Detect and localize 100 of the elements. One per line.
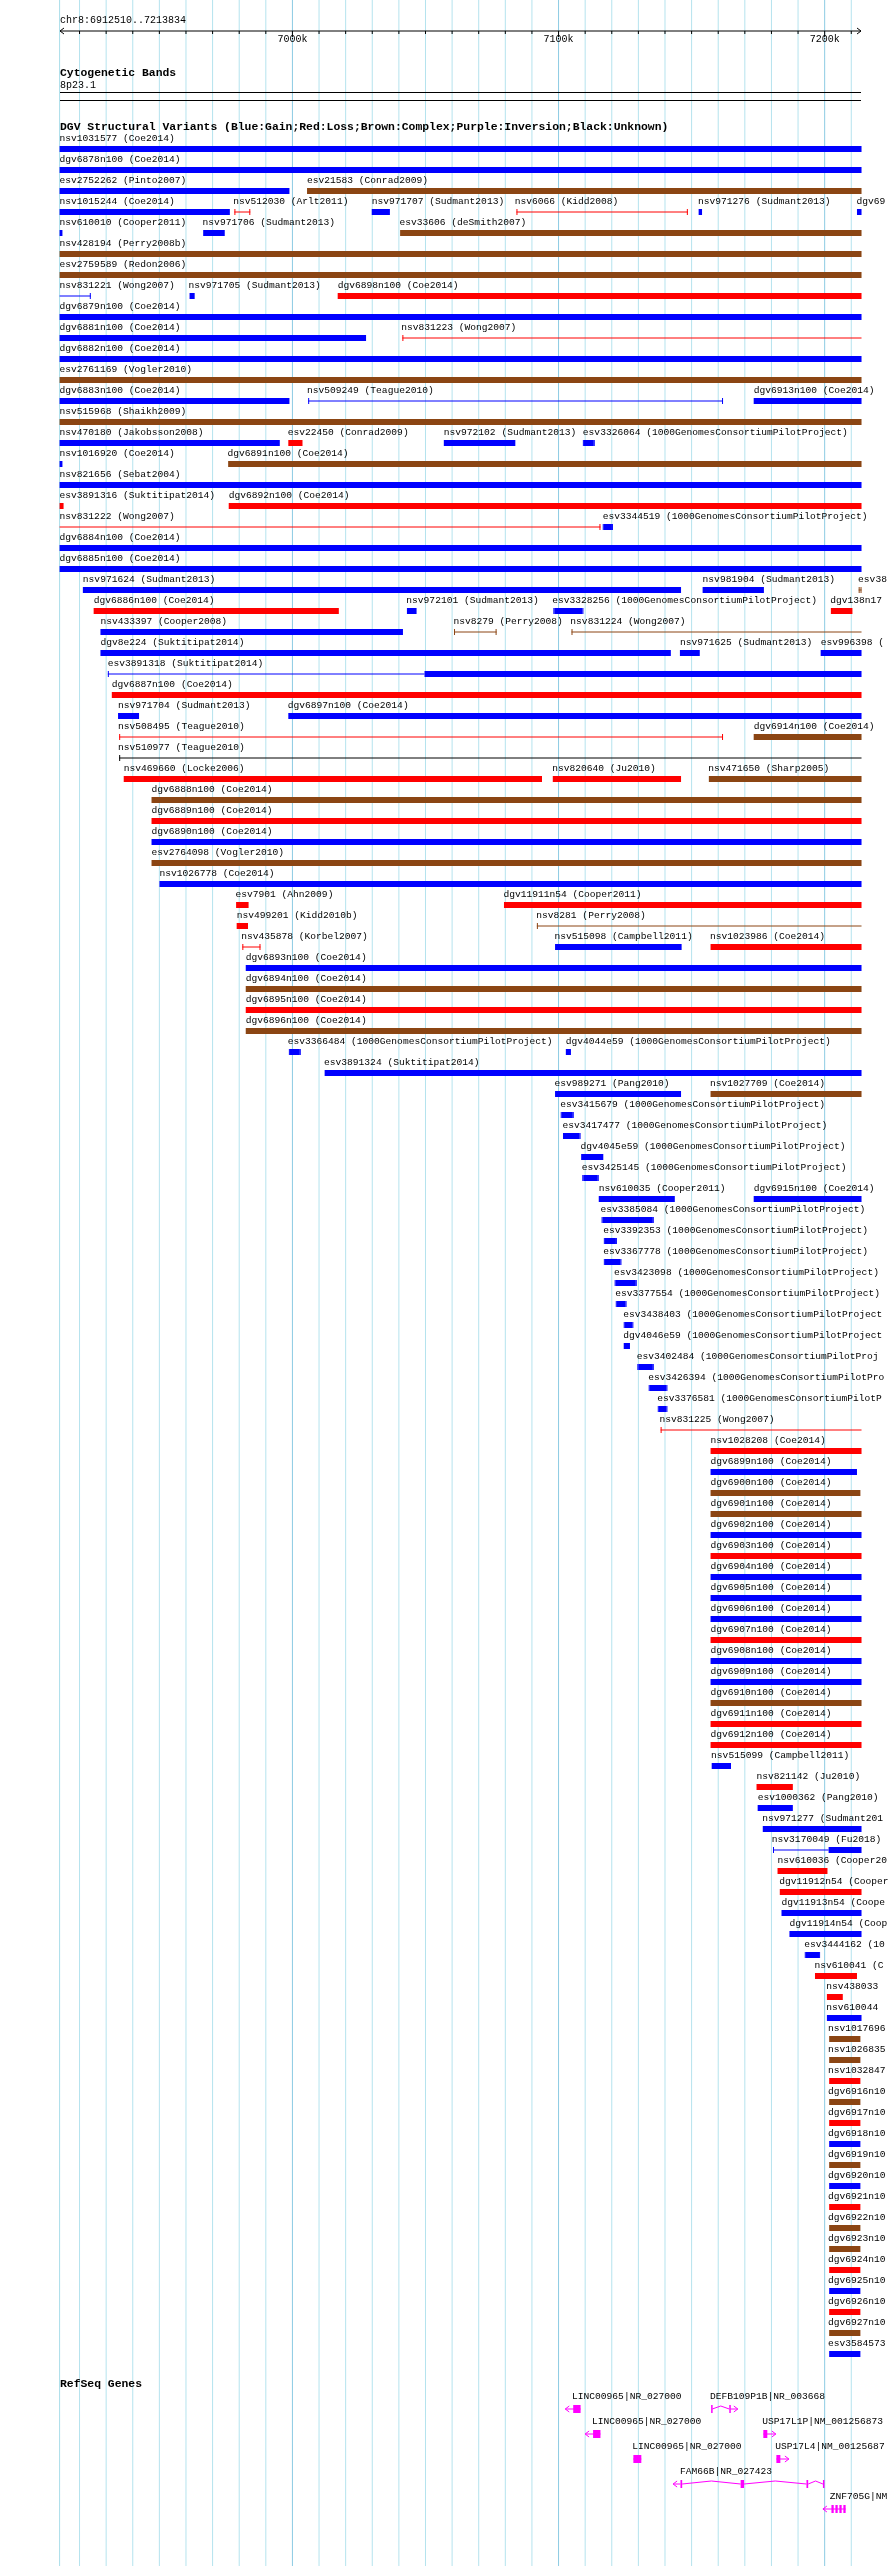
variant-label: esv3426394 (1000GenomesConsortiumPilotPro (648, 1372, 885, 1384)
variant-label: nsv1023986 (Coe2014) (710, 931, 826, 943)
track-title: Cytogenetic Bands (60, 67, 177, 79)
variant-label: nsv515968 (Shaikh2009) (59, 406, 187, 418)
variant-label: nsv981904 (Sudmant2013) (702, 574, 836, 586)
variant-label: esv3584573 (828, 2338, 886, 2350)
variant-label: nsv971706 (Sudmant2013) (202, 217, 336, 229)
variant-label: esv3438403 (1000GenomesConsortiumPilotProject (623, 1309, 883, 1321)
variant-label: nsv433397 (Cooper2008) (100, 616, 228, 628)
variant-label: nsv471650 (Sharp2005) (708, 763, 830, 775)
variant-label: dgv6913n100 (Coe2014) (753, 385, 875, 397)
variant-label: esv989271 (Pang2010) (554, 1078, 670, 1090)
variant-label: esv2759589 (Redon2006) (59, 259, 187, 271)
variant-label: nsv610036 (Cooper20 (777, 1855, 887, 1867)
variant-label: nsv972102 (Sudmant2013) (443, 427, 577, 439)
variant-label: dgv6904n100 (Coe2014) (710, 1561, 832, 1573)
variant-label: dgv6919n10 (828, 2149, 886, 2161)
variant-label: esv3444162 (10 (804, 1939, 885, 1951)
variant-label: nsv831225 (Wong2007) (659, 1414, 775, 1426)
variant-label: nsv610010 (Cooper2011) (59, 217, 187, 229)
variant-label: esv996398 ( (820, 637, 884, 649)
variant-label: dgv6906n100 (Coe2014) (710, 1603, 832, 1615)
axis-tick-label: 7100k (543, 34, 574, 46)
variant-label: dgv6917n10 (828, 2107, 886, 2119)
variant-label: nsv509249 (Teague2010) (307, 385, 434, 397)
variant-label: dgv6897n100 (Coe2014) (287, 700, 409, 712)
variant-label: nsv1031577 (Coe2014) (59, 133, 175, 145)
variant-label: dgv4046e59 (1000GenomesConsortiumPilotProject (623, 1330, 883, 1342)
variant-label: dgv11914n54 (Coop (789, 1918, 888, 1930)
variant-label: nsv515099 (Campbell2011) (711, 1750, 850, 1762)
variant-label: dgv11913n54 (Coope (781, 1897, 886, 1909)
gene-label: USP17L1P|NM_001256873 (762, 2416, 884, 2428)
variant-label: nsv1026778 (Coe2014) (159, 868, 275, 880)
variant-label: nsv515098 (Campbell2011) (554, 931, 693, 943)
variant-label: dgv6886n100 (Coe2014) (93, 595, 215, 607)
variant-label: dgv6878n100 (Coe2014) (59, 154, 181, 166)
variant-label: dgv6889n100 (Coe2014) (151, 805, 273, 817)
variant-label: esv22450 (Conrad2009) (287, 427, 409, 439)
variant-label: esv3328256 (1000GenomesConsortiumPilotProject) (552, 595, 818, 607)
variant-label: dgv69 (856, 196, 886, 208)
variant-label: nsv6066 (Kidd2008) (514, 196, 619, 208)
track-title: RefSeq Genes (60, 2378, 143, 2390)
variant-label: nsv831222 (Wong2007) (59, 511, 175, 523)
variant-label: esv2752262 (Pinto2007) (59, 175, 187, 187)
gene-label: LINC00965|NR_027000 (632, 2441, 742, 2453)
variant-label: nsv1032847 (828, 2065, 886, 2077)
variant-label: dgv6901n100 (Coe2014) (710, 1498, 832, 1510)
variant-label: dgv6918n10 (828, 2128, 886, 2140)
variant-label: dgv138n17 (830, 595, 883, 607)
variant-label: esv2764098 (Vogler2010) (151, 847, 284, 859)
variant-label: nsv831224 (Wong2007) (570, 616, 686, 628)
variant-label: dgv6887n100 (Coe2014) (111, 679, 233, 691)
variant-label: dgv6899n100 (Coe2014) (710, 1456, 832, 1468)
axis-tick-label: 7200k (809, 34, 840, 46)
axis-tick-label: 7000k (277, 34, 308, 46)
variant-label: dgv11912n54 (Cooper (779, 1876, 889, 1888)
variant-label: dgv6890n100 (Coe2014) (151, 826, 273, 838)
variant-label: dgv6908n100 (Coe2014) (710, 1645, 832, 1657)
variant-label: nsv1017696 (828, 2023, 886, 2035)
variant-label: nsv8279 (Perry2008) (453, 616, 563, 628)
variant-label: dgv6921n10 (828, 2191, 886, 2203)
band-label: 8p23.1 (60, 80, 96, 92)
variant-label: esv3366484 (1000GenomesConsortiumPilotProject) (287, 1036, 553, 1048)
variant-label: dgv6903n100 (Coe2014) (710, 1540, 832, 1552)
variant-label: nsv610044 (826, 2002, 879, 2014)
variant-label: esv3423098 (1000GenomesConsortiumPilotProject) (614, 1267, 879, 1279)
variant-label: dgv6925n10 (828, 2275, 886, 2287)
variant-label: esv3891324 (Suktitipat2014) (324, 1057, 480, 1069)
variant-label: nsv1027709 (Coe2014) (710, 1078, 826, 1090)
variant-label: dgv6891n100 (Coe2014) (227, 448, 349, 460)
variant-label: esv3376581 (1000GenomesConsortiumPilotP (657, 1393, 882, 1405)
variant-label: nsv8281 (Perry2008) (536, 910, 646, 922)
variant-label: nsv508495 (Teague2010) (118, 721, 245, 733)
variant-label: dgv6885n100 (Coe2014) (59, 553, 181, 565)
variant-label: nsv1016920 (Coe2014) (59, 448, 175, 460)
variant-label: dgv6912n100 (Coe2014) (710, 1729, 832, 1741)
variant-label: nsv1026835 (828, 2044, 886, 2056)
variant-label: esv3344519 (1000GenomesConsortiumPilotProject) (602, 511, 868, 523)
variant-label: dgv6905n100 (Coe2014) (710, 1582, 832, 1594)
variant-label: dgv6914n100 (Coe2014) (753, 721, 875, 733)
variant-label: esv3377554 (1000GenomesConsortiumPilotProject) (615, 1288, 881, 1300)
variant-label: nsv610041 (C (814, 1960, 884, 1972)
variant-label: nsv499201 (Kidd2010b) (236, 910, 358, 922)
variant-label: nsv1015244 (Coe2014) (59, 196, 175, 208)
variant-label: dgv6927n10 (828, 2317, 886, 2329)
variant-label: nsv469660 (Locke2006) (123, 763, 245, 775)
variant-label: dgv6926n10 (828, 2296, 886, 2308)
variant-label: dgv6911n100 (Coe2014) (710, 1708, 832, 1720)
variant-label: dgv6916n10 (828, 2086, 886, 2098)
variant-label: dgv6884n100 (Coe2014) (59, 532, 181, 544)
variant-label: esv3425145 (1000GenomesConsortiumPilotProject) (581, 1162, 847, 1174)
variant-label: dgv6892n100 (Coe2014) (228, 490, 350, 502)
gene-label: USP17L4|NM_00125687 (775, 2441, 885, 2453)
variant-label: nsv428194 (Perry2008b) (59, 238, 187, 250)
variant-label: dgv4045e59 (1000GenomesConsortiumPilotProject) (580, 1141, 846, 1153)
variant-label: esv3891316 (Suktitipat2014) (59, 490, 216, 502)
variant-label: nsv1028208 (Coe2014) (710, 1435, 826, 1447)
variant-label: dgv6896n100 (Coe2014) (245, 1015, 367, 1027)
gene-label: DEFB109P1B|NR_003668 (710, 2391, 826, 2403)
variant-label: nsv831221 (Wong2007) (59, 280, 175, 292)
